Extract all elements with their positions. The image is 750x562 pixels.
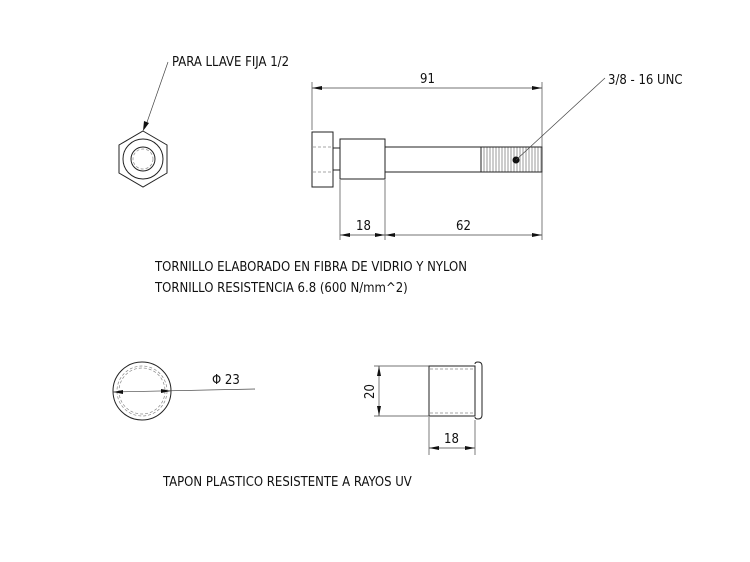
dim-total-label: 91 [420,72,435,87]
dim-collar-label: 18 [356,219,371,234]
bolt-side-view [311,131,543,188]
thread-hatch [480,146,543,173]
dim-shank-label: 62 [456,219,471,234]
bolt-description-line2: TORNILLO RESISTENCIA 6.8 (600 N/mm^2) [154,281,408,296]
thread-note-leader [512,77,606,164]
cap-end-view [112,361,256,421]
wrench-note-leader [143,61,169,131]
dim-cap-length-label: 18 [444,432,459,447]
thread-note-label: 3/8 - 16 UNC [608,73,683,88]
dim-cap-height-label: 20 [363,384,378,399]
bolt-description-line1: TORNILLO ELABORADO EN FIBRA DE VIDRIO Y … [154,260,467,275]
cap-description: TAPON PLASTICO RESISTENTE A RAYOS UV [162,475,412,490]
dim-diameter-label: Φ 23 [212,373,240,388]
dimension-cap-height [374,365,429,417]
dimension-total-length [311,82,543,240]
dimension-collar-shank [339,180,542,240]
hex-head-end-view [118,130,168,188]
dimension-cap-length [428,417,476,455]
wrench-note-label: PARA LLAVE FIJA 1/2 [172,55,289,70]
cap-side-view [428,361,483,420]
